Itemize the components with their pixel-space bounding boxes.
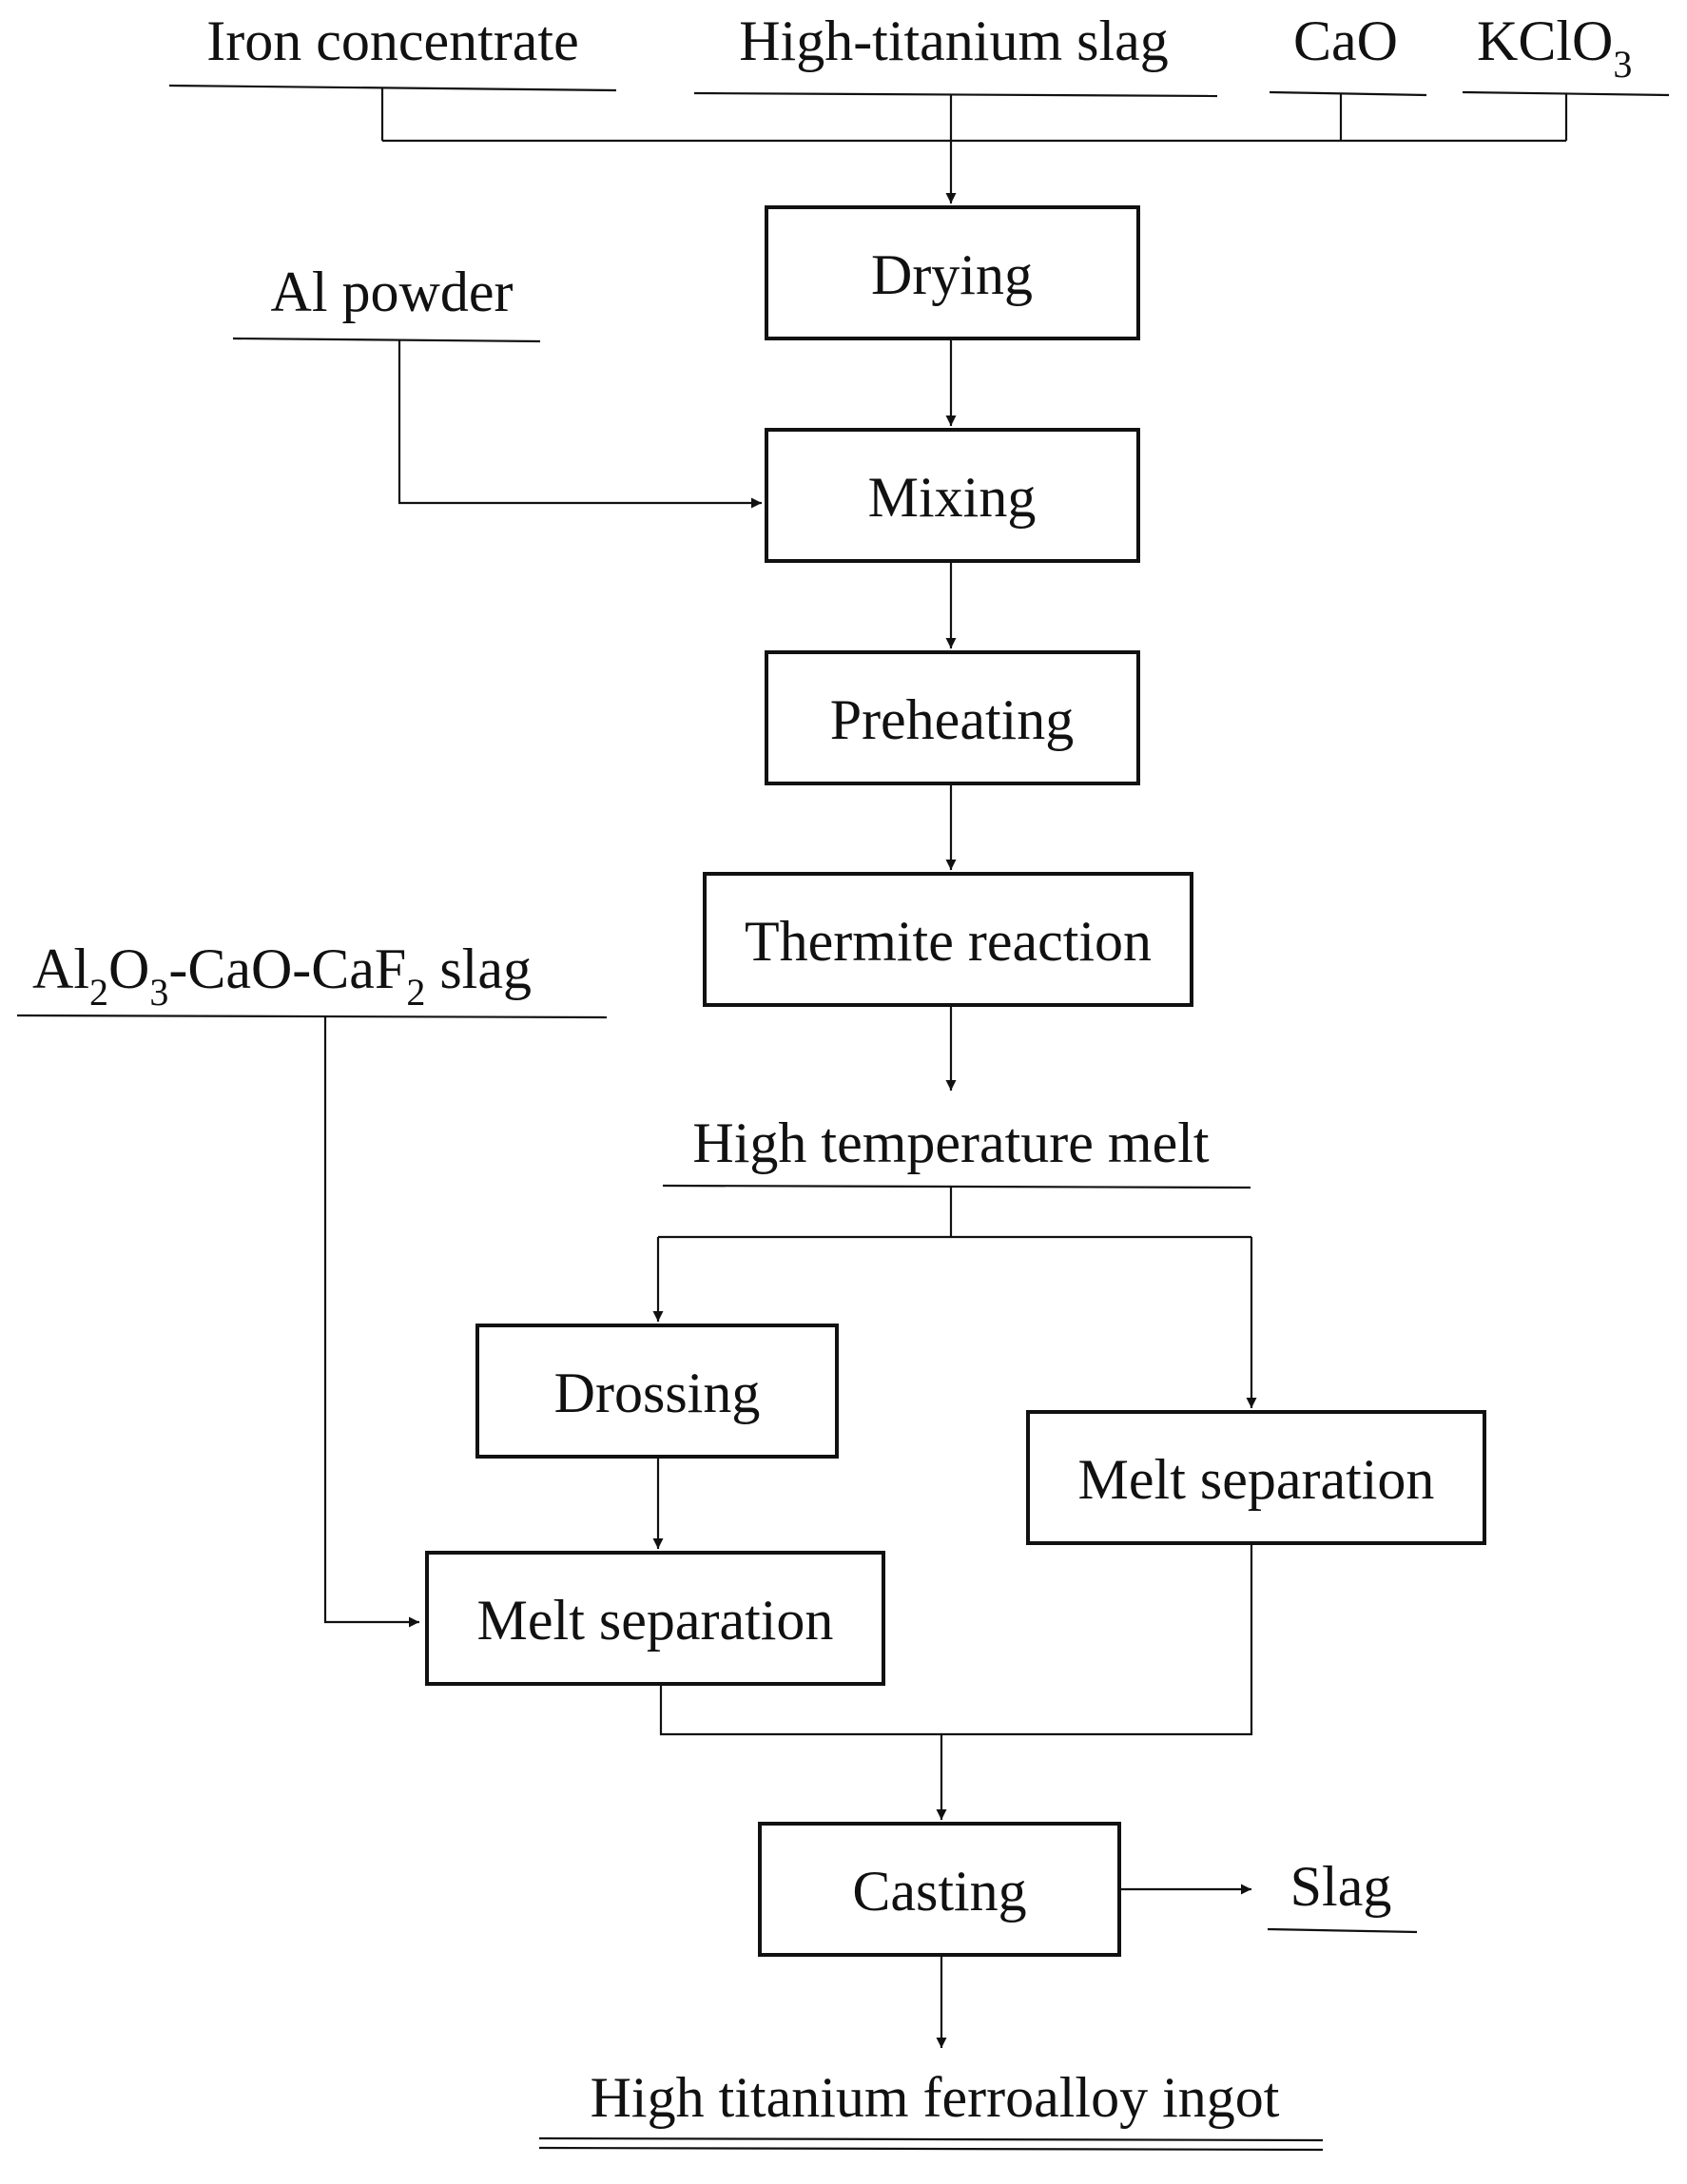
- slag-flux-sub-1: 2: [89, 971, 108, 1014]
- input-al-powder: Al powder: [232, 261, 541, 343]
- input-cao-label: CaO: [1293, 10, 1398, 72]
- step-preheating-box: [765, 650, 1140, 785]
- slag-flux-sub-2: 3: [149, 971, 168, 1014]
- arrow-al-powder-to-mixing: [398, 340, 762, 509]
- step-thermite-reaction: Thermite reaction: [703, 872, 1193, 1007]
- step-drying-label: Drying: [871, 243, 1033, 306]
- step-preheating: Preheating: [765, 650, 1140, 785]
- input-al-powder-label: Al powder: [271, 261, 514, 323]
- step-melt-separation-right-label: Melt separation: [1078, 1448, 1435, 1511]
- output-slag: Slag: [1267, 1855, 1418, 1934]
- slag-flux-sub-3: 2: [406, 971, 425, 1014]
- input-slag-flux: Al2O3-CaO-CaF2 slag: [16, 937, 608, 1019]
- step-mixing-label: Mixing: [868, 466, 1037, 529]
- input-cao-underline: [1269, 90, 1427, 97]
- step-drossing-label: Drossing: [554, 1362, 761, 1424]
- step-melt-separation-left: Melt separation: [425, 1551, 885, 1686]
- input-iron-concentrate: Iron concentrate: [168, 10, 617, 92]
- step-drying: Drying: [765, 205, 1140, 340]
- slag-flux-part-1: Al: [32, 937, 89, 1000]
- input-slag-flux-label: Al2O3-CaO-CaF2 slag: [32, 937, 532, 1014]
- input-high-titanium-slag-label: High-titanium slag: [739, 10, 1169, 72]
- output-slag-underline: [1267, 1927, 1418, 1934]
- input-high-titanium-slag-underline: [693, 91, 1218, 98]
- input-high-titanium-slag: High-titanium slag: [693, 10, 1218, 98]
- input-iron-concentrate-underline: [168, 84, 617, 92]
- input-kclo3-underline: [1462, 90, 1670, 97]
- input-kclo3: KClO3: [1462, 10, 1670, 97]
- input-al-powder-underline: [232, 337, 541, 343]
- slag-flux-part-4: slag: [425, 937, 532, 1000]
- output-product-label: High titanium ferroalloy ingot: [591, 2066, 1280, 2129]
- step-melt-separation-right-box: [1026, 1410, 1486, 1545]
- input-cao: CaO: [1269, 10, 1427, 97]
- step-melt-separation-left-box: [425, 1551, 885, 1686]
- arrow-slag-flux-to-melt-separation-left: [323, 1016, 419, 1628]
- slag-flux-part-2: O: [108, 937, 149, 1000]
- input-kclo3-subscript: 3: [1613, 43, 1632, 86]
- step-melt-separation-right: Melt separation: [1026, 1410, 1486, 1545]
- step-casting: Casting: [758, 1822, 1121, 1957]
- input-iron-concentrate-label: Iron concentrate: [206, 10, 578, 72]
- step-melt-separation-left-label: Melt separation: [477, 1589, 834, 1652]
- step-preheating-label: Preheating: [830, 688, 1075, 751]
- step-drying-box: [765, 205, 1140, 340]
- step-mixing: Mixing: [765, 428, 1140, 563]
- input-collector: [380, 88, 1568, 203]
- output-product: High titanium ferroalloy ingot: [538, 2066, 1324, 2152]
- step-casting-box: [758, 1822, 1121, 1957]
- output-product-underline-2: [538, 2146, 1324, 2152]
- merge-to-casting: [659, 1545, 1253, 1820]
- input-slag-flux-underline: [16, 1014, 608, 1019]
- step-casting-label: Casting: [852, 1860, 1026, 1923]
- output-product-underline-1: [538, 2136, 1324, 2142]
- step-thermite-reaction-label: Thermite reaction: [745, 910, 1152, 973]
- intermediate-high-temperature-melt-label: High temperature melt: [692, 1111, 1209, 1174]
- output-slag-label: Slag: [1290, 1855, 1392, 1918]
- step-drossing: Drossing: [475, 1324, 839, 1459]
- merge-line: [659, 1545, 1253, 1736]
- intermediate-high-temperature-melt-underline: [662, 1184, 1251, 1189]
- step-thermite-reaction-box: [703, 872, 1193, 1007]
- intermediate-high-temperature-melt: High temperature melt: [662, 1111, 1251, 1189]
- slag-flux-part-3: -CaO-CaF: [168, 937, 406, 1000]
- input-kclo3-label: KClO3: [1477, 10, 1632, 86]
- step-drossing-box: [475, 1324, 839, 1459]
- input-kclo3-main: KClO: [1477, 10, 1613, 72]
- step-mixing-box: [765, 428, 1140, 563]
